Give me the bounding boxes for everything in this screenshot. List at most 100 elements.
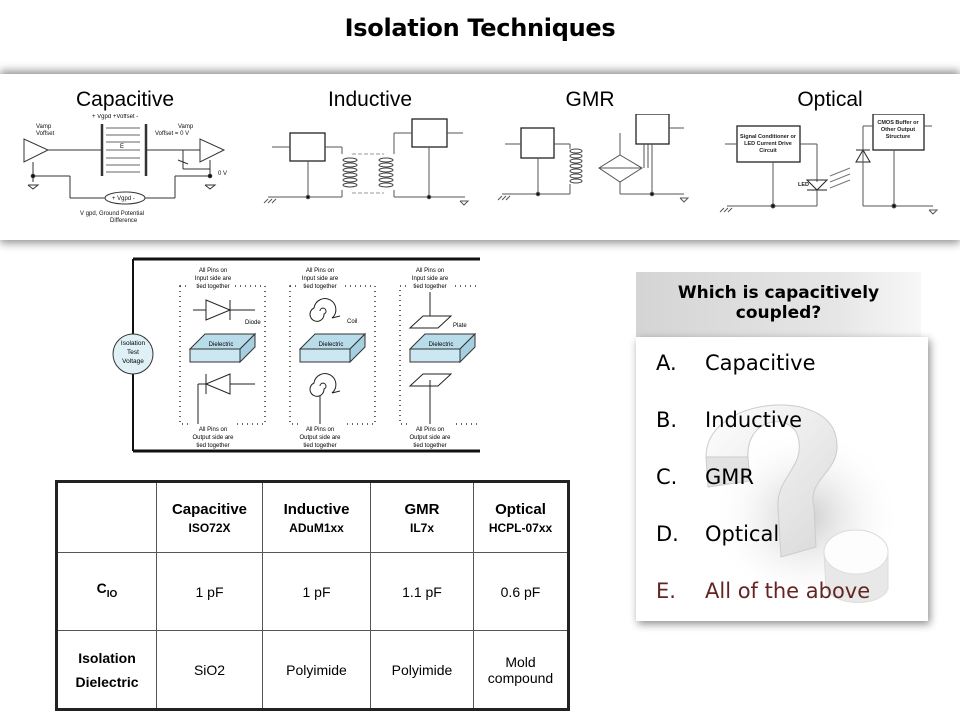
row-header: CIO: [56, 552, 157, 631]
coil-spiral-icon: [309, 373, 341, 397]
quiz-option-a[interactable]: A.Capacitive: [656, 351, 816, 375]
coil-column: All Pins on Input side are tied together…: [289, 264, 376, 449]
input-note-line-3: tied together: [413, 284, 446, 290]
vgpd-voffset-label: + Vgpd +Voffset -: [92, 114, 138, 120]
diode-column: All Pins on Input side are tied together…: [179, 264, 266, 449]
technique-gmr: GMR: [480, 74, 700, 240]
table-cell: 0.6 pF: [473, 552, 569, 631]
output-note-line-2: Output side are: [409, 435, 451, 441]
technique-optical: Optical Signal Conditioner or LED Curren…: [700, 74, 960, 240]
voffset-right-label: Voffset = 0 V: [155, 131, 189, 137]
technique-label: GMR: [565, 88, 615, 111]
gmr-diagram: [497, 114, 690, 203]
caption-line-1: V gpd, Ground Potential: [80, 211, 144, 217]
ground-potential-source-icon: [104, 191, 146, 205]
input-note-line-1: All Pins on: [199, 268, 227, 274]
chassis-ground-icon: [719, 207, 733, 213]
table-cell: SiO2: [156, 630, 263, 710]
inductive-diagram: [263, 118, 470, 206]
input-note-line-2: Input side are: [412, 276, 449, 282]
ground-icon: [459, 200, 470, 206]
quiz-option-e[interactable]: E.All of the above: [656, 579, 871, 603]
right-box-line-2: Other Output: [881, 127, 915, 133]
coil-label: Coil: [347, 319, 357, 325]
amplifier-left-icon: [23, 138, 50, 163]
input-note-line-1: All Pins on: [306, 268, 334, 274]
output-note-line-2: Output side are: [299, 435, 341, 441]
source-label: + Vgpd -: [112, 196, 135, 202]
input-note-line-2: Input side are: [195, 276, 232, 282]
quiz-question: Which is capacitively coupled?: [677, 283, 880, 323]
output-note-line-3: tied together: [413, 443, 446, 449]
table-cell: 1.1 pF: [370, 552, 474, 631]
test-voltage-line-3: Voltage: [122, 358, 144, 365]
coil-icon: [342, 157, 358, 188]
table-cell: 1 pF: [262, 552, 371, 631]
chassis-ground-icon: [497, 195, 511, 201]
diode-label: Diode: [245, 320, 261, 326]
dielectric-label: Dielectric: [319, 342, 344, 348]
table-cell: Polyimide: [262, 630, 371, 710]
ground-icon: [928, 209, 939, 215]
test-voltage-line-1: Isolation: [121, 340, 146, 347]
technique-label: Optical: [797, 88, 863, 111]
voffset-left-label: Voffset: [36, 131, 55, 137]
left-box-line-2: LED Current Drive: [744, 141, 792, 147]
optical-diagram: Signal Conditioner or LED Current Drive …: [719, 114, 939, 215]
vamp-right-label: Vamp: [178, 124, 194, 130]
techniques-banner: Capacitive + Vgpd +Voffset - Vamp Voffse…: [0, 74, 960, 240]
input-note-line-3: tied together: [196, 284, 229, 290]
ground-icon: [204, 184, 217, 190]
table-cell: Polyimide: [370, 630, 474, 710]
quiz-options-panel: A.Capacitive B.Inductive C.GMR D.Optical…: [636, 337, 928, 621]
table-row: Isolation Dielectric SiO2 Polyimide Poly…: [56, 630, 569, 710]
plate-label: Plate: [453, 323, 467, 329]
right-box-line-1: CMOS Buffer or: [877, 120, 919, 126]
led-icon: [805, 179, 829, 191]
light-rays-icon: [829, 167, 851, 189]
quiz-option-d[interactable]: D.Optical: [656, 522, 780, 546]
caption-line-2: Difference: [110, 218, 138, 224]
chassis-ground-icon: [263, 198, 277, 204]
table-cell: 1 pF: [156, 552, 263, 631]
quiz-option-b[interactable]: B.Inductive: [656, 408, 803, 432]
led-label: LED: [798, 182, 809, 188]
input-note-line-1: All Pins on: [416, 268, 444, 274]
corner-cell: [56, 481, 157, 553]
ground-icon: [679, 197, 690, 203]
technique-capacitive: Capacitive + Vgpd +Voffset - Vamp Voffse…: [0, 74, 250, 240]
zero-volt-label: 0 V: [218, 171, 227, 177]
output-note-line-2: Output side are: [192, 435, 234, 441]
table-cell: Mold compound: [473, 630, 569, 710]
technique-label: Inductive: [327, 88, 413, 111]
slide-title: Isolation Techniques: [344, 14, 616, 42]
dielectric-label: Dielectric: [429, 342, 454, 348]
right-box-line-3: Structure: [886, 134, 910, 140]
isolation-test-figure: Isolation Test Voltage All Pins on Input…: [112, 257, 480, 453]
left-box-line-3: Circuit: [759, 148, 777, 154]
input-note-line-3: tied together: [303, 284, 336, 290]
plate-icon: [408, 315, 453, 329]
capacitive-diagram: + Vgpd +Voffset - Vamp Voffset E Vamp Vo…: [23, 114, 227, 224]
amplifier-right-icon: [199, 138, 226, 163]
quiz-question-header: Which is capacitively coupled?: [636, 272, 921, 337]
question-mark-icon: [705, 404, 896, 607]
coil-spiral-icon: [309, 298, 341, 322]
output-note-line-3: tied together: [196, 443, 229, 449]
field-label: E: [120, 144, 124, 150]
quiz-option-c[interactable]: C.GMR: [656, 465, 754, 489]
test-voltage-source-icon: [112, 333, 154, 375]
technique-label: Capacitive: [75, 88, 175, 111]
input-note-line-2: Input side are: [302, 276, 339, 282]
output-note-line-3: tied together: [303, 443, 336, 449]
vamp-left-label: Vamp: [36, 124, 52, 130]
technique-inductive: Inductive: [250, 74, 490, 240]
dielectric-label: Dielectric: [209, 342, 234, 348]
test-voltage-line-2: Test: [127, 349, 139, 356]
coil-icon: [378, 157, 394, 188]
